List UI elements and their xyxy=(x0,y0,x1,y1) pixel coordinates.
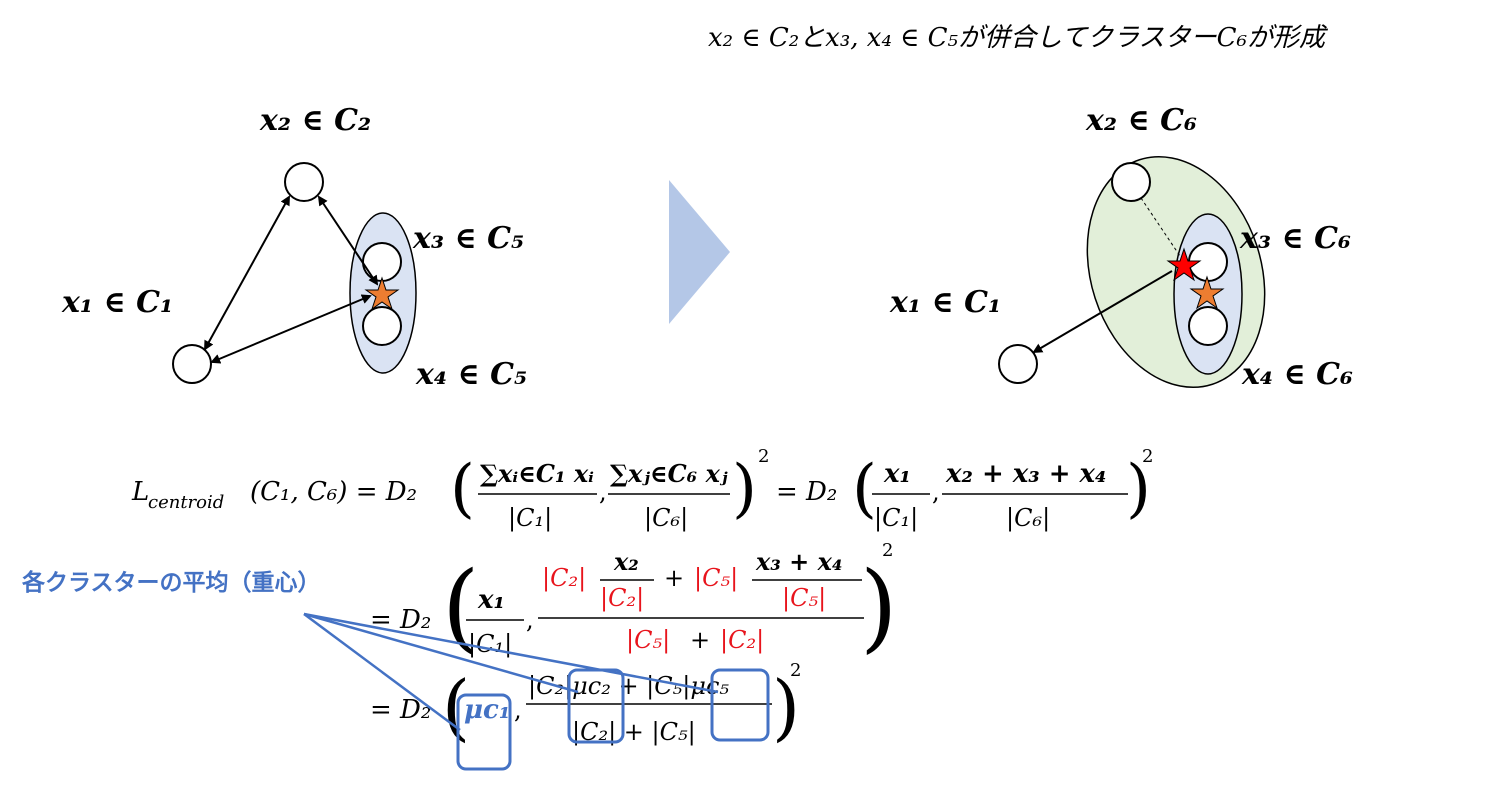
edge-x2-c5 xyxy=(317,195,379,286)
node-x4 xyxy=(362,306,402,346)
highlight-box-mu5 xyxy=(710,668,770,742)
frac3-den: |C₁| xyxy=(874,504,918,533)
comma-4: , xyxy=(514,696,522,724)
equation-line-1: L centroid (C₁, C₆) = D₂ ( ∑xᵢ∈C₁ xᵢ |C₁… xyxy=(131,446,1153,533)
transition-arrow xyxy=(669,180,730,324)
comma-1: , xyxy=(599,478,607,506)
power-1: 2 xyxy=(758,446,769,467)
label-right-x1: x₁ ∈ C₁ xyxy=(889,285,1001,320)
lhs-args: (C₁, C₆) = D₂ xyxy=(250,477,417,507)
line2-c: |C₅| xyxy=(694,564,738,593)
paren-close-2: ) xyxy=(1126,452,1151,526)
callout-line-1 xyxy=(303,612,461,732)
paren-close-4: ) xyxy=(772,665,800,749)
centroid-star-c6 xyxy=(1166,247,1202,282)
label-left-x4: x₄ ∈ C₅ xyxy=(415,357,527,392)
power-3: 2 xyxy=(882,540,893,561)
line2-d-num: x₃ + x₄ xyxy=(755,547,842,576)
centroid-star-c5 xyxy=(364,276,400,311)
equation-line-2: = D₂ ( x₁ |C₁| , |C₂| x₂ |C₂| + |C₅| x₃ … xyxy=(370,540,897,663)
equation-line-3: = D₂ ( μc₁ , |C₂|μc₂ + |C₅|μc₅ |C₂| + |C… xyxy=(370,660,801,771)
paren-close-1: ) xyxy=(732,452,757,526)
label-right-x3: x₃ ∈ C₆ xyxy=(1239,221,1351,256)
line2-den-a: |C₅| xyxy=(626,626,670,655)
lhs-L: L xyxy=(131,477,149,507)
node-right-x1 xyxy=(998,344,1038,384)
power-2: 2 xyxy=(1142,446,1153,467)
callout-line-2 xyxy=(303,612,579,694)
power-4: 2 xyxy=(790,660,801,681)
label-left-x1: x₁ ∈ C₁ xyxy=(61,285,173,320)
annotation-label: 各クラスターの平均（重心） xyxy=(21,569,321,596)
line2-c1: |C₁| xyxy=(468,630,512,659)
line2-b-num: x₂ xyxy=(613,547,639,576)
frac4-den: |C₆| xyxy=(1006,504,1050,533)
label-left-x3: x₃ ∈ C₅ xyxy=(412,221,524,256)
centroid-star-c5-right xyxy=(1189,275,1225,310)
label-right-x2: x₂ ∈ C₆ xyxy=(1085,103,1197,138)
line2-d-den: |C₅| xyxy=(782,584,826,613)
left-diagram: x₂ ∈ C₂ x₃ ∈ C₅ x₁ ∈ C₁ x₄ ∈ C₅ xyxy=(61,103,527,392)
eq2: = D₂ xyxy=(776,477,837,507)
right-diagram: x₂ ∈ C₆ x₃ ∈ C₆ x₁ ∈ C₁ x₄ ∈ C₆ xyxy=(889,103,1353,392)
edge-c6-x1 xyxy=(1032,270,1173,354)
paren-close-3: ) xyxy=(860,551,897,663)
line2-b-den: |C₂| xyxy=(600,584,644,613)
node-right-x2 xyxy=(1111,162,1151,202)
paren-open-1: ( xyxy=(450,452,475,526)
den2: |C₆| xyxy=(644,504,688,533)
frac4-num: x₂ + x₃ + x₄ xyxy=(945,459,1106,489)
line2-den-b: |C₂| xyxy=(720,626,764,655)
lhs-subscript: centroid xyxy=(148,492,224,513)
line3-mu1: μc₁ xyxy=(464,695,510,725)
header-title: x₂ ∈ C₂とx₃, x₄ ∈ C₅が併合してクラスターC₆が形成 xyxy=(708,23,1329,53)
line2-plus: + xyxy=(664,564,684,592)
paren-open-2: ( xyxy=(852,452,877,526)
frac3-num: x₁ xyxy=(883,459,911,489)
den1: |C₁| xyxy=(508,504,552,533)
annotation: 各クラスターの平均（重心） xyxy=(21,569,719,732)
comma-3: , xyxy=(526,606,534,634)
line2-a: |C₂| xyxy=(542,564,586,593)
line2-den-plus: + xyxy=(690,626,710,654)
label-left-x2: x₂ ∈ C₂ xyxy=(259,103,371,138)
paren-open-4: ( xyxy=(442,665,470,749)
sum2: ∑xⱼ∈C₆ xⱼ xyxy=(610,459,728,488)
edge-x2-x1 xyxy=(204,195,290,351)
line2-x1: x₁ xyxy=(477,585,505,615)
node-x2 xyxy=(284,162,324,202)
edge-x1-c5 xyxy=(210,294,372,364)
node-x3 xyxy=(362,242,402,282)
node-x1 xyxy=(172,344,212,384)
line3-eq: = D₂ xyxy=(370,695,431,725)
line2-eq: = D₂ xyxy=(370,605,431,635)
label-right-x4: x₄ ∈ C₆ xyxy=(1241,357,1353,392)
node-right-x4 xyxy=(1188,306,1228,346)
callout-line-3 xyxy=(303,612,719,694)
comma-2: , xyxy=(932,478,940,506)
sum1: ∑xᵢ∈C₁ xᵢ xyxy=(480,459,594,488)
highlight-box-mu1 xyxy=(456,693,512,771)
